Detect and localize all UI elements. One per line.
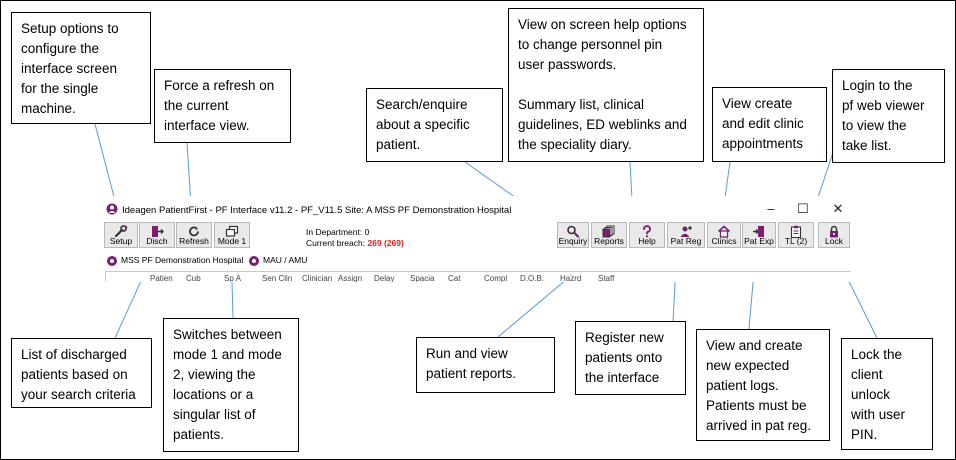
callout-patexp: View and create new expected patient log… (696, 329, 830, 441)
disch-button[interactable]: Disch (139, 222, 175, 248)
callout-enquiry: Search/enquire about a specific patient. (366, 88, 503, 162)
app-logo-icon (106, 203, 118, 215)
column-header[interactable]: Hazrd (560, 274, 582, 282)
windows-icon (225, 225, 239, 237)
column-header[interactable]: Clinician (302, 274, 333, 282)
wrench-icon (114, 225, 128, 238)
house-icon (717, 225, 731, 238)
mode-button[interactable]: Mode 1 (214, 222, 250, 248)
callout-lock: Lock the client unlock with user PIN. (841, 338, 933, 450)
clinics-label: Clinics (711, 236, 737, 246)
callout-help: View on screen help options to change pe… (508, 8, 704, 162)
setup-button[interactable]: Setup (104, 222, 138, 248)
reports-label: Reports (594, 236, 624, 246)
callout-disch: List of discharged patients based on you… (11, 338, 152, 408)
title-bar: Ideagen PatientFirst - PF Interface v11.… (101, 196, 851, 222)
tl-button[interactable]: TL (2) (778, 222, 814, 248)
current-breach-value: 269 (269) (367, 238, 404, 248)
setup-label: Setup (109, 236, 133, 246)
toolbar: Setup Disch Refresh Mode 1 In Departmen (101, 222, 851, 250)
callout-clinics: View create and edit clinic appointments (712, 87, 827, 162)
tab-mss-pf-demonstration-hospital[interactable]: MSS PF Demonstration Hospital (107, 252, 243, 268)
app-window: Ideagen PatientFirst - PF Interface v11.… (101, 196, 851, 282)
in-department-readout: In Department: 0 (306, 227, 369, 237)
exit-door-icon (152, 226, 164, 237)
magnifier-icon (567, 225, 580, 238)
location-icon (107, 255, 117, 266)
column-header[interactable]: Sp A (224, 274, 241, 282)
question-icon (643, 225, 651, 238)
refresh-label: Refresh (179, 236, 209, 246)
tab-label: MAU / AMU (263, 255, 308, 265)
column-header[interactable]: Delay (374, 274, 395, 282)
patexp-label: Pat Exp (744, 236, 774, 246)
add-person-icon (680, 226, 692, 237)
refresh-icon (189, 226, 199, 237)
column-header[interactable]: Cub (186, 274, 201, 282)
column-header[interactable]: Compl (484, 274, 508, 282)
clinics-button[interactable]: Clinics (707, 222, 741, 248)
column-header[interactable]: Sen Clin (262, 274, 293, 282)
callout-patreg: Register new patients onto the interface (575, 321, 686, 395)
callout-reports: Run and view patient reports. (416, 337, 555, 393)
help-button[interactable]: Help (629, 222, 665, 248)
window-title: Ideagen PatientFirst - PF Interface v11.… (122, 205, 512, 216)
column-header[interactable]: Assign (338, 274, 363, 282)
column-header[interactable]: Cat (448, 274, 461, 282)
tl-label: TL (2) (784, 236, 808, 246)
mode-label: Mode 1 (217, 236, 247, 246)
door-arrow-icon (753, 226, 764, 237)
tab-label: MSS PF Demonstration Hospital (121, 255, 244, 265)
column-header[interactable]: Patien (150, 274, 173, 282)
patient-grid: Patien Cub Sp A Sen Clin Clinician Assig… (105, 271, 851, 282)
callout-mode: Switches between mode 1 and mode 2, view… (163, 318, 299, 452)
column-header[interactable]: Staff (598, 274, 615, 282)
help-label: Help (638, 236, 656, 246)
enquiry-button[interactable]: Enquiry (557, 222, 589, 248)
current-breach-readout: Current breach: 269 (269) (306, 238, 404, 248)
tab-mau-amu[interactable]: MAU / AMU (249, 252, 307, 268)
reports-button[interactable]: Reports (591, 222, 627, 248)
callout-refresh: Force a refresh on the current interface… (154, 69, 291, 143)
current-breach-label: Current breach: (306, 238, 366, 248)
minimize-button[interactable]: – (767, 201, 775, 216)
disch-label: Disch (146, 236, 168, 246)
in-department-value: 0 (364, 227, 370, 237)
enquiry-label: Enquiry (558, 236, 588, 246)
refresh-button[interactable]: Refresh (176, 222, 212, 248)
column-header[interactable]: Spacia (410, 274, 435, 282)
in-department-label: In Department: (306, 227, 363, 237)
lock-button[interactable]: Lock (818, 222, 850, 248)
callout-tl: Login to the pf web viewer to view the t… (832, 69, 945, 163)
callout-setup: Setup options to configure the interface… (11, 12, 151, 124)
lock-label: Lock (825, 236, 843, 246)
maximize-button[interactable]: ☐ (797, 201, 809, 216)
patreg-button[interactable]: Pat Reg (667, 222, 705, 248)
stacked-pages-icon (602, 225, 615, 238)
patexp-button[interactable]: Pat Exp (742, 222, 776, 248)
location-icon (249, 255, 259, 266)
padlock-icon (830, 225, 838, 238)
close-button[interactable]: ✕ (832, 201, 844, 216)
location-tabs: MSS PF Demonstration Hospital MAU / AMU (101, 252, 851, 270)
clipboard-icon (790, 225, 802, 238)
patreg-label: Pat Reg (670, 236, 702, 246)
column-header[interactable]: D.O.B. (520, 274, 545, 282)
